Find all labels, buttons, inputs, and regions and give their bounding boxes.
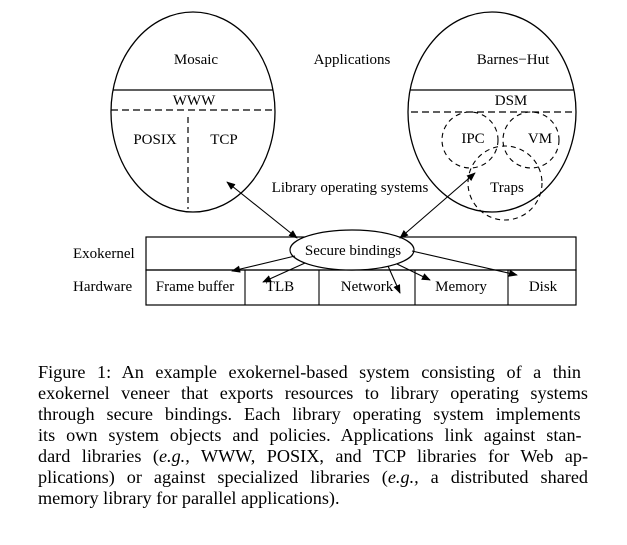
mosaic-label: Mosaic: [174, 52, 219, 68]
barnes-hut-label: Barnes−Hut: [477, 52, 550, 68]
vm-circle: [502, 111, 560, 169]
traps-label: Traps: [490, 180, 524, 196]
tlb-label: TLB: [266, 279, 294, 295]
secure-bindings-oval: [289, 229, 415, 271]
caption-line: its own system objects and policies. App…: [38, 425, 582, 445]
arrow-to-network: [387, 265, 401, 294]
hardware-label: Hardware: [73, 279, 132, 295]
exokernel-label: Exokernel: [73, 246, 135, 262]
network-label: Network: [341, 279, 394, 295]
mosaic-oval: [110, 11, 276, 213]
arrow-to-disk: [411, 250, 518, 277]
traps-circle: [467, 145, 543, 221]
applications-label: Applications: [314, 52, 391, 68]
vm-label: VM: [528, 131, 552, 147]
caption-line: plications) or against specialized libra…: [38, 467, 588, 487]
mosaic-application: Mosaic WWW POSIX TCP: [110, 11, 276, 213]
binding-arrows: [226, 172, 518, 294]
dsm-label: DSM: [495, 93, 528, 109]
exokernel-diagram: Mosaic WWW POSIX TCP Applications Barnes…: [73, 11, 577, 306]
arrow-to-posix-tcp-libos: [226, 181, 298, 239]
ipc-label: IPC: [461, 131, 484, 147]
arrow-to-tlb: [262, 262, 306, 283]
venn-circles: [441, 111, 560, 221]
caption-line: through secure bindings. Each library op…: [38, 404, 581, 424]
ipc-circle: [441, 111, 499, 169]
library-os-label: Library operating systems: [272, 180, 429, 196]
posix-label: POSIX: [133, 132, 177, 148]
caption-line: Figure 1: An example exokernel-based sys…: [38, 362, 582, 382]
disk-label: Disk: [529, 279, 558, 295]
hardware-layer: Hardware Frame buffer TLB Network Memory…: [73, 269, 577, 306]
secure-bindings-label: Secure bindings: [305, 243, 401, 259]
barnes-hut-application: Barnes−Hut DSM IPC VM Traps: [407, 11, 577, 221]
secure-bindings: Secure bindings: [289, 229, 415, 271]
arrow-to-dsm-libos: [399, 172, 476, 239]
figure-caption: Figure 1: An example exokernel-based sys…: [38, 362, 588, 509]
caption-emphasis: e.g.,: [158, 446, 190, 466]
memory-label: Memory: [435, 279, 487, 295]
caption-line: exokernel veneer that exports resources …: [38, 383, 588, 403]
arrow-to-frame-buffer: [231, 255, 296, 273]
arrow-to-memory: [396, 263, 431, 281]
caption-emphasis: e.g.,: [387, 467, 419, 487]
tcp-label: TCP: [210, 132, 238, 148]
www-label: WWW: [173, 93, 216, 109]
caption-line: memory library for parallel applications…: [38, 488, 340, 508]
caption-line: dard libraries (e.g., WWW, POSIX, and TC…: [38, 446, 589, 466]
frame-buffer-label: Frame buffer: [156, 279, 234, 295]
